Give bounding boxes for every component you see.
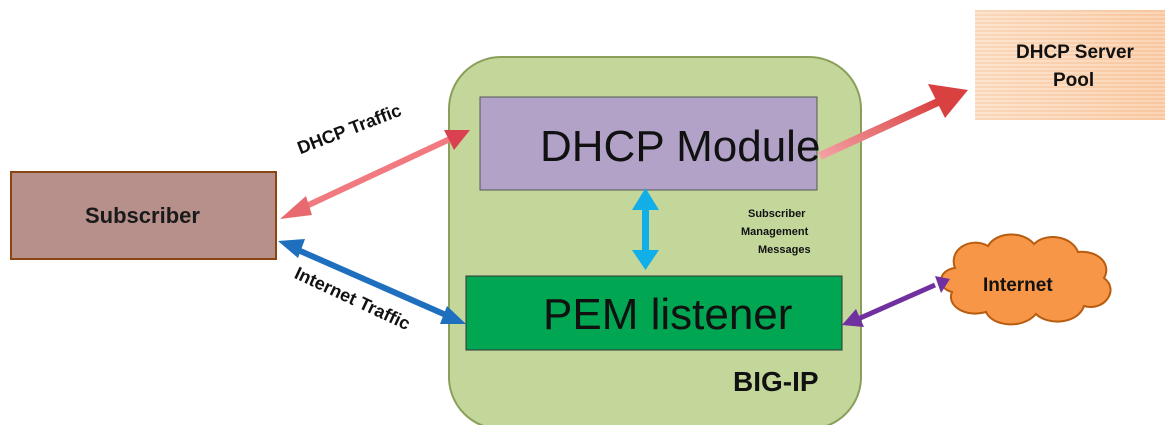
dhcp-module-box [479, 96, 818, 191]
pem-listener-box [465, 275, 843, 351]
bigip-label: BIG-IP [733, 366, 819, 397]
dhcp-traffic-arrow [280, 130, 470, 219]
pem-to-internet-arrow [842, 276, 950, 327]
pem-listener-label: PEM listener [543, 290, 793, 339]
subscriber-management-arrow [632, 188, 659, 270]
dhcp-module-label: DHCP Module [540, 122, 821, 171]
internet-traffic-arrow [278, 239, 466, 324]
internet-cloud [940, 233, 1112, 326]
mgmt-messages-line3: Messages [758, 244, 811, 256]
internet-label: Internet [983, 275, 1053, 296]
dhcp-pool-label-line1: DHCP Server [1016, 42, 1134, 63]
subscriber-box [10, 171, 277, 260]
subscriber-label: Subscriber [85, 203, 200, 228]
dhcp-to-pool-arrow [818, 84, 968, 160]
mgmt-messages-line2: Management [741, 226, 809, 238]
mgmt-messages-line1: Subscriber [748, 208, 806, 220]
dhcp-pool-label-line2: Pool [1053, 70, 1095, 91]
